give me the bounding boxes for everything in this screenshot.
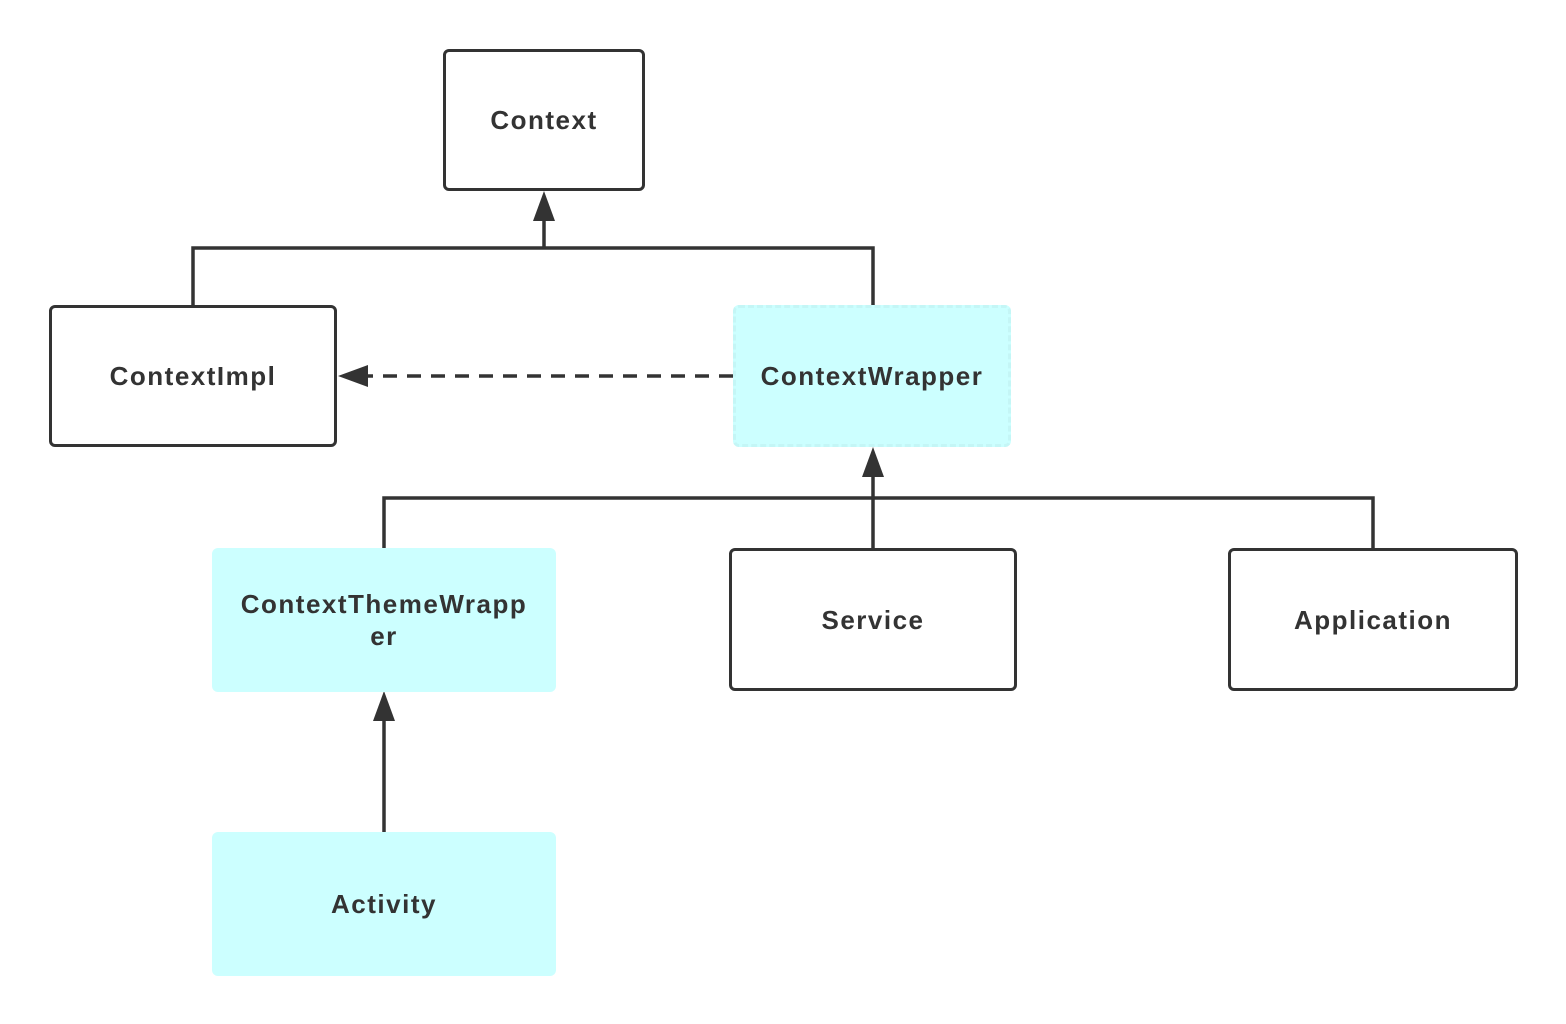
edge-application-to-contextwrapper bbox=[873, 496, 1375, 548]
arrowhead-to-contextimpl bbox=[338, 365, 368, 387]
arrowhead-to-contextwrapper bbox=[862, 447, 884, 477]
node-context: Context bbox=[443, 49, 645, 191]
node-contextwrapper: ContextWrapper bbox=[733, 305, 1011, 447]
node-label: Activity bbox=[331, 889, 437, 919]
edge-contextimpl-to-context bbox=[191, 246, 544, 305]
node-application: Application bbox=[1228, 548, 1518, 691]
node-activity: Activity bbox=[212, 832, 556, 976]
node-label: ContextWrapper bbox=[760, 361, 984, 391]
node-label: Service bbox=[821, 604, 925, 635]
node-contextimpl: ContextImpl bbox=[49, 305, 337, 447]
arrowhead-to-context bbox=[533, 191, 555, 221]
arrowhead-to-themewrapper bbox=[373, 691, 395, 721]
edge-contextwrapper-to-context bbox=[544, 246, 875, 305]
node-contextthemewrapper: ContextThemeWrapper bbox=[212, 548, 556, 692]
node-label: Context bbox=[490, 105, 598, 135]
node-label: ContextThemeWrapper bbox=[240, 589, 528, 651]
node-label: Application bbox=[1293, 604, 1453, 635]
node-label: ContextImpl bbox=[109, 361, 277, 391]
node-service: Service bbox=[729, 548, 1017, 691]
edge-themewrapper-to-contextwrapper bbox=[382, 496, 873, 548]
